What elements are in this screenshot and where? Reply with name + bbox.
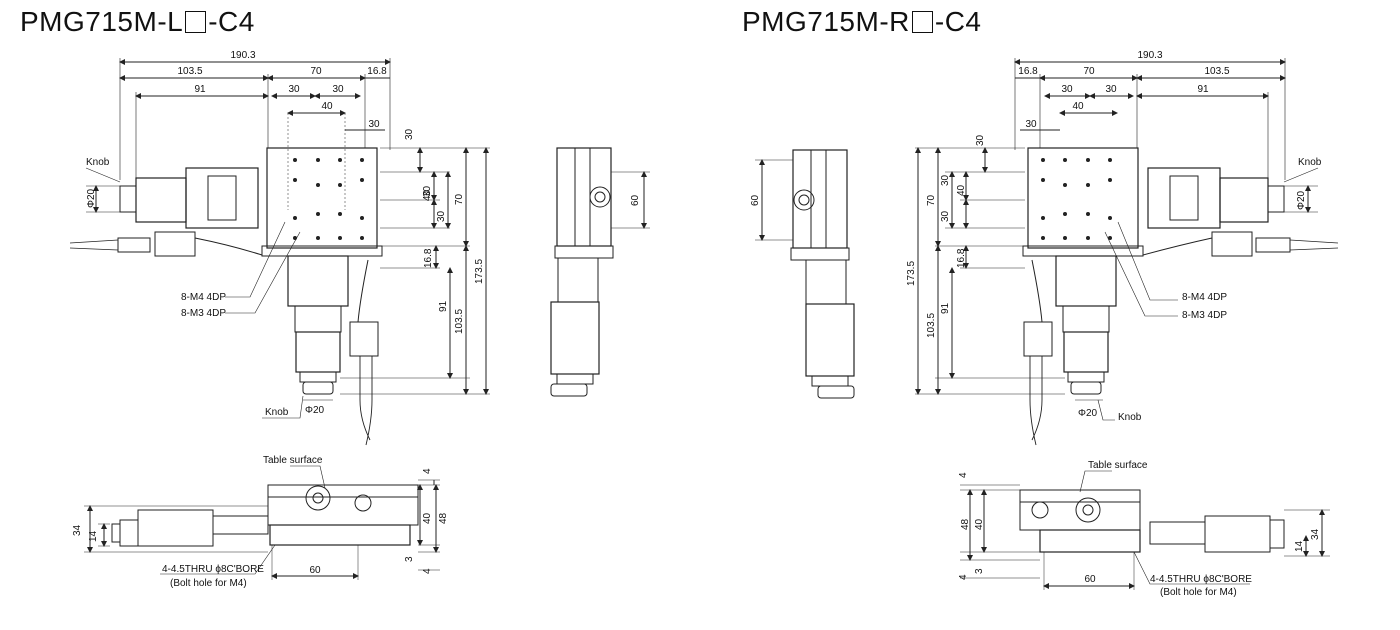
label-m3-r: 8-M3 4DP [1182,310,1227,321]
dim-v-70-r: 70 [926,194,937,206]
dim-front-4-b: 4 [422,568,433,574]
left-top-view [69,58,490,446]
label-phi20-side: Φ20 [86,188,97,208]
dim-v-91: 91 [438,300,449,312]
dim-v-30-b: 30 [422,185,433,197]
dim-30-a: 30 [288,84,300,95]
dim-front-34: 34 [72,524,83,536]
dim-30-c: 30 [368,119,380,130]
label-knob-top: Knob [86,157,110,168]
label-knob-top-r: Knob [1298,157,1322,168]
dim-overall-r: 190.3 [1137,50,1162,61]
label-bolt-note-r: (Bolt hole for M4) [1160,587,1237,598]
dim-front-40: 40 [422,512,433,524]
dim-front-40-r: 40 [974,518,985,530]
dim-v-40: 40 [422,190,433,202]
dim-v-173-5-r: 173.5 [906,261,917,286]
dim-v-173-5: 173.5 [474,259,485,284]
label-m4: 8-M4 4DP [181,292,226,303]
dim-v-103-5-r: 103.5 [926,313,937,338]
dim-16-8: 16.8 [367,66,387,77]
dim-front-60-r: 60 [1084,574,1096,585]
dim-v-40-r: 40 [956,184,967,196]
title-left: PMG715M-L-C4 [20,6,255,37]
dim-91: 91 [194,84,206,95]
dim-40: 40 [321,101,333,112]
dim-30-a-r: 30 [1061,84,1073,95]
dim-v-70: 70 [454,193,465,205]
dim-v-30: 30 [404,128,415,140]
left-front-view [84,465,440,580]
label-m4-r: 8-M4 4DP [1182,292,1227,303]
dim-91-r: 91 [1197,84,1209,95]
dim-front-48: 48 [438,512,449,524]
dim-30-b: 30 [332,84,344,95]
dim-front-3: 3 [404,556,415,562]
dim-front-60: 60 [309,565,321,576]
dim-side-60: 60 [630,194,641,206]
option-box-icon [185,11,207,33]
label-phi20-bottom: Φ20 [305,405,325,416]
dim-front-14-r: 14 [1294,540,1305,552]
dim-v-30-b-r: 30 [940,174,951,186]
label-knob-bottom-r: Knob [1118,412,1142,423]
dim-v-30-c: 30 [436,210,447,222]
option-box-icon [911,11,933,33]
title-right: PMG715M-R-C4 [742,6,982,37]
dim-30-c-r: 30 [1025,119,1037,130]
dim-front-48-r: 48 [960,518,971,530]
dim-front-3-r: 3 [974,568,985,574]
dim-v-30-c-r: 30 [940,210,951,222]
dim-overall: 190.3 [230,50,255,61]
dim-front-14: 14 [88,530,99,542]
label-bolt-r: 4-4.5THRU ϕ8C'BORE [1150,574,1252,585]
dim-70: 70 [310,66,322,77]
dim-front-4-a: 4 [422,468,433,474]
label-table-surface-r: Table surface [1088,460,1148,471]
dim-v-16-8: 16.8 [423,248,434,268]
label-m3: 8-M3 4DP [181,308,226,319]
left-side-view [550,147,650,397]
dim-v-91-r: 91 [940,302,951,314]
label-phi20-side-r: Φ20 [1296,190,1307,210]
dim-front-4-a-r: 4 [958,472,969,478]
right-top-view [915,58,1339,446]
label-table-surface: Table surface [263,455,323,466]
label-bolt-note: (Bolt hole for M4) [170,578,247,589]
right-front-view [960,470,1330,590]
dim-103-5: 103.5 [177,66,202,77]
dim-30-b-r: 30 [1105,84,1117,95]
dim-v-30-r: 30 [975,134,986,146]
right-side-view [755,149,855,399]
label-phi20-bottom-r: Φ20 [1078,408,1098,419]
dim-16-8-r: 16.8 [1018,66,1038,77]
label-bolt: 4-4.5THRU ϕ8C'BORE [162,564,264,575]
dim-v-103-5: 103.5 [454,309,465,334]
dim-70-r: 70 [1083,66,1095,77]
dim-front-34-r: 34 [1310,528,1321,540]
dim-103-5-r: 103.5 [1204,66,1229,77]
dim-v-16-8-r: 16.8 [956,248,967,268]
dim-40-r: 40 [1072,101,1084,112]
dim-side-60-r: 60 [750,194,761,206]
label-knob-bottom: Knob [265,407,289,418]
dim-front-4-b-r: 4 [958,574,969,580]
